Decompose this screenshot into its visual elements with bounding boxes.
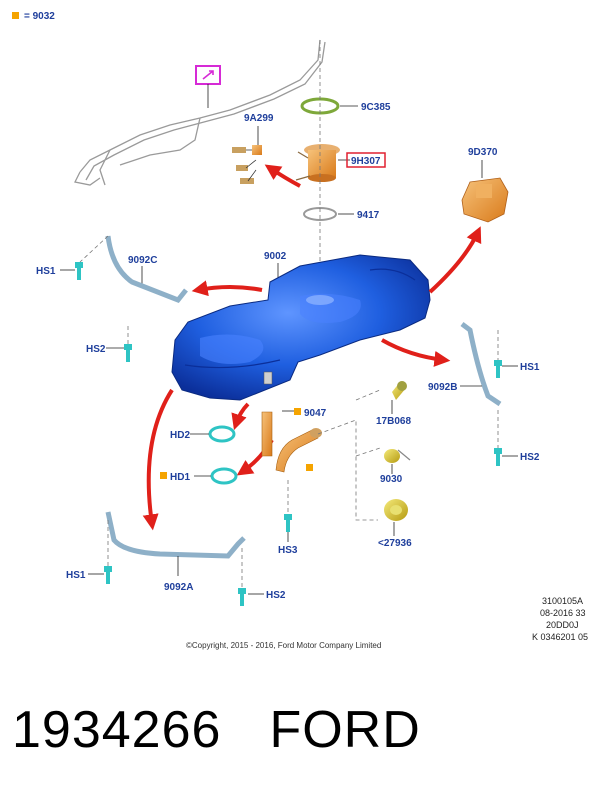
label-hd2: HD2 bbox=[170, 430, 190, 441]
fuel-cap-17b068 bbox=[392, 381, 407, 400]
label-9d370: 9D370 bbox=[468, 147, 498, 158]
footer-brand: FORD bbox=[269, 701, 421, 759]
label-hs1-right: HS1 bbox=[520, 362, 540, 373]
label-hs2-right: HS2 bbox=[520, 452, 540, 463]
legend-label: = 9032 bbox=[24, 11, 55, 22]
label-9092c: 9092C bbox=[128, 255, 157, 266]
label-hd1: HD1 bbox=[170, 472, 190, 483]
bolt-hs3 bbox=[284, 514, 292, 532]
label-9c385: 9C385 bbox=[361, 102, 391, 113]
red-arrows bbox=[142, 164, 482, 531]
revision-line-4: K 0346201 05 bbox=[532, 632, 588, 642]
label-hs1-left: HS1 bbox=[36, 266, 56, 277]
label-27936: <27936 bbox=[378, 538, 412, 549]
highlight-box-9h307 bbox=[346, 152, 386, 168]
bolt-hs2-right bbox=[494, 448, 502, 466]
bolt-hs1-left bbox=[75, 262, 83, 280]
label-hs2-left: HS2 bbox=[86, 344, 106, 355]
strap-9092c bbox=[105, 235, 188, 303]
bolt-hs2-bottom bbox=[238, 588, 246, 606]
label-9030: 9030 bbox=[380, 474, 403, 485]
label-9092a: 9092A bbox=[164, 582, 193, 593]
fuel-cap-9030 bbox=[384, 449, 411, 463]
label-9417: 9417 bbox=[357, 210, 380, 221]
label-9h307: 9H307 bbox=[351, 156, 381, 167]
strap-9092b bbox=[460, 322, 502, 407]
fuel-tank-9002 bbox=[171, 254, 431, 401]
clamp-hd2 bbox=[208, 425, 236, 443]
label-17b068: 17B068 bbox=[376, 416, 411, 427]
label-hs2-bottom: HS2 bbox=[266, 590, 286, 601]
label-9047: 9047 bbox=[304, 408, 327, 419]
revision-line-1: 3100105A bbox=[542, 596, 583, 606]
fuel-line-assembly bbox=[74, 39, 326, 186]
legend-swatch bbox=[12, 12, 19, 19]
bolt-hs1-bottom bbox=[104, 566, 112, 584]
label-9002: 9002 bbox=[264, 251, 287, 262]
clamp-hd1 bbox=[210, 467, 238, 485]
bolt-hs2-left bbox=[124, 344, 132, 362]
strap-9092a bbox=[105, 511, 246, 559]
footer-caption: 1934266 FORD bbox=[12, 700, 421, 760]
label-9092b: 9092B bbox=[428, 382, 457, 393]
bolt-hs1-right bbox=[494, 360, 502, 378]
label-hs1-bottom: HS1 bbox=[66, 570, 86, 581]
filler-pipe-9047 bbox=[261, 411, 322, 473]
fuel-sender-9a299 bbox=[232, 145, 262, 184]
revision-line-3: 20DD0J bbox=[546, 620, 579, 630]
label-hs3: HS3 bbox=[278, 545, 298, 556]
fuel-pump-module-9h307 bbox=[295, 144, 340, 182]
copyright-text: ©Copyright, 2015 - 2016, Ford Motor Comp… bbox=[186, 641, 381, 650]
valve-9d370 bbox=[461, 177, 509, 223]
fuel-cap-27936 bbox=[384, 499, 408, 521]
label-9a299: 9A299 bbox=[244, 113, 274, 124]
revision-line-2: 08-2016 33 bbox=[540, 608, 586, 618]
footer-part-number: 1934266 bbox=[12, 701, 222, 759]
